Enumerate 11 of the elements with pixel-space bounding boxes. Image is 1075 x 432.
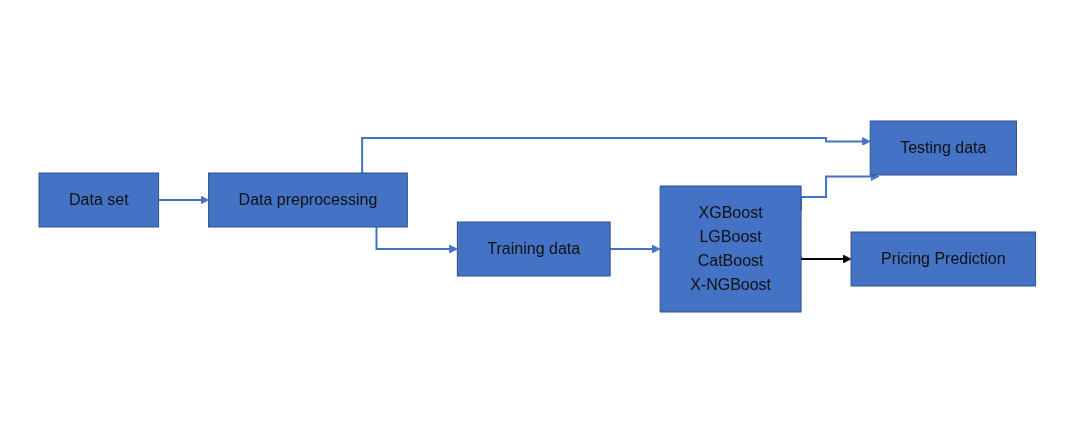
arrow: [609, 244, 661, 253]
arrow: [800, 254, 852, 263]
node-box: Data preprocessing: [208, 172, 409, 227]
node-box: Training data: [457, 221, 611, 276]
node-box: Data set: [38, 172, 160, 227]
arrow: [361, 136, 871, 174]
node-box: Pricing Prediction: [850, 231, 1037, 286]
node-box: XGBoost LGBoost CatBoost X-NGBoost: [659, 185, 802, 312]
arrow: [375, 225, 458, 253]
arrow: [157, 195, 210, 204]
node-box: Testing data: [869, 120, 1018, 175]
